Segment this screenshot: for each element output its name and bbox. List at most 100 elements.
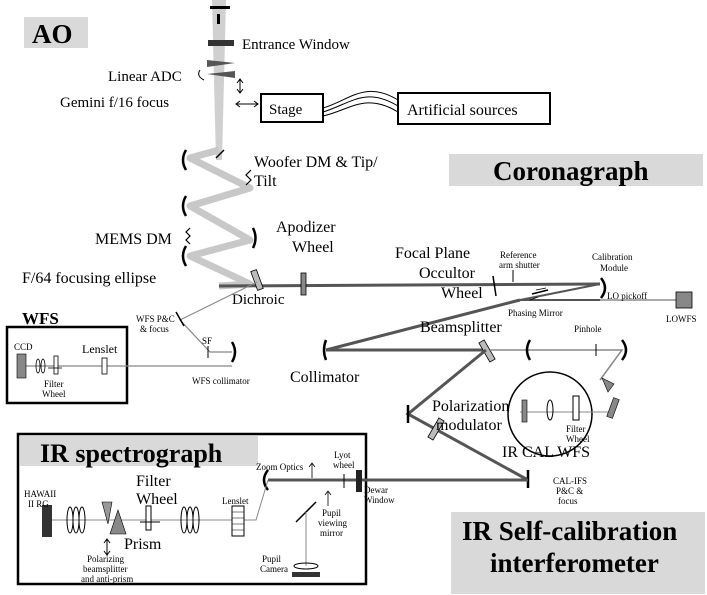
- tip-tilt-glyph: [215, 149, 225, 159]
- lenslet-wfs-label: Lenslet: [82, 342, 118, 356]
- wfs-pc-label-line1: WFS P&C: [136, 314, 175, 324]
- cal-ifs-label-line1: CAL-IFS: [553, 476, 587, 486]
- reference-shutter-label-line2: arm shutter: [499, 260, 540, 270]
- pol-bs-arrow: [103, 538, 111, 556]
- dichroic-label: Dichroic: [232, 292, 285, 308]
- adc-up-down-arrow: [236, 78, 244, 94]
- linear-adc-glyph-top: [207, 60, 235, 67]
- artificial-sources-label: Artificial sources: [407, 102, 518, 119]
- ir-spectrograph-box: [16, 432, 368, 586]
- filter-wheel-spec-glyph: [145, 505, 152, 531]
- lo-pickoff-label: LO pickoff: [607, 291, 647, 301]
- ir-cal-wfs-mirror: [606, 397, 620, 419]
- entrance-window-label: Entrance Window: [242, 37, 350, 53]
- linear-adc-glyph-bottom: [207, 71, 235, 78]
- ir-cal-wfs-prism: [601, 377, 615, 393]
- ao-header-box: [24, 17, 88, 48]
- lyot-label-line2: wheel: [333, 460, 355, 470]
- sf-label: SF: [202, 336, 212, 346]
- ir-self-cal-header-line1: IR Self-calibration: [462, 516, 677, 546]
- polarization-modulator-glyph: [427, 417, 445, 441]
- hawaii-label-line1: HAWAII: [24, 489, 56, 499]
- reference-shutter-label-line1: Reference: [500, 250, 536, 260]
- ir-cal-wfs-detector: [521, 399, 528, 423]
- ao-header: AO: [32, 19, 73, 49]
- lenslet-spec-label: Lenslet: [222, 496, 249, 506]
- cal-ifs-label-line3: focus: [558, 496, 578, 506]
- cal-module-label-line1: Calibration: [592, 252, 633, 262]
- pinhole-mirror-right: [620, 339, 628, 361]
- fpo-glyph: [492, 275, 497, 297]
- pol-bs-label-line3: and anti-prism: [81, 574, 133, 584]
- ir-spectrograph-header-box: [20, 436, 258, 466]
- cal-inner-beam: [519, 283, 601, 301]
- pol-bs-label-line1: Polarizing: [87, 554, 124, 564]
- mems-dm-label: MEMS DM: [95, 231, 172, 248]
- pinhole-label: Pinhole: [574, 324, 602, 334]
- cal-module-label-line2: Module: [600, 263, 628, 273]
- ir-spectrograph-header: IR spectrograph: [40, 439, 223, 468]
- pupil-camera-label-line2: Camera: [260, 564, 288, 574]
- fpo-label-line3: Wheel: [441, 285, 483, 302]
- ccd-glyph: [16, 353, 27, 379]
- dichroic-glyph: [250, 269, 264, 291]
- adc-rotate-arrow: [198, 69, 205, 81]
- ir-self-cal-header-line2: interferometer: [490, 548, 659, 578]
- pupil-camera-label-line1: Pupil: [262, 554, 282, 564]
- polarization-label-line1: Polarization: [432, 398, 509, 415]
- wfs-header: WFS: [22, 309, 59, 328]
- lowfs-label: LOWFS: [666, 314, 697, 324]
- fiber-bundle: [322, 90, 399, 117]
- phasing-mirror-label: Phasing Mirror: [508, 308, 563, 318]
- coronagraph-diagonal-beam: [325, 298, 521, 352]
- ir-cal-wfs-circle: [507, 371, 593, 457]
- wfs-box: [5, 325, 129, 405]
- beamsplitter-label: Beamsplitter: [420, 319, 502, 336]
- filter-wheel-wfs-label-line2: Wheel: [42, 389, 66, 399]
- wfs-pc-label-line2: & focus: [140, 324, 169, 334]
- phasing-mirror-glyph: [531, 289, 549, 295]
- phasing-mirror-arrows: [529, 287, 547, 301]
- pol-bs-label-line2: beamsplitter: [83, 564, 128, 574]
- hawaii-label-line2: II RG: [28, 499, 49, 509]
- woofer-label-line2: Tilt: [254, 173, 277, 190]
- filter-wheel-cal-label-line1: Filter: [566, 424, 586, 434]
- dewar-label-line1: Dewar: [364, 485, 388, 495]
- wfs-collimator-mirror: [230, 341, 237, 363]
- focusing-ellipse-label: F/64 focusing ellipse: [22, 270, 156, 287]
- lowfs-glyph: [675, 291, 693, 309]
- ir-self-cal-header-box: [451, 512, 705, 594]
- lenslet-spec-lines: [232, 511, 244, 531]
- pupil-camera-detector: [292, 572, 320, 577]
- beam-top-marker-1: [210, 6, 230, 9]
- wfs-lenses: [35, 358, 46, 374]
- apodizer-wheel-glyph: [300, 272, 307, 296]
- lenslet-wfs-glyph: [101, 357, 108, 375]
- entrance-window-glyph: [208, 40, 234, 46]
- woofer-dm-glyph: [245, 169, 252, 186]
- pupil-view-label-line2: viewing: [318, 518, 347, 528]
- apodizer-label-line2: Wheel: [292, 239, 334, 256]
- apodizer-label-line1: Apodizer: [276, 219, 336, 236]
- main-beam-coronagraph: [218, 282, 601, 288]
- ir-cal-wfs-label: IR CAL WFS: [502, 444, 590, 461]
- coronagraph-header-box: [449, 154, 703, 186]
- dewar-label-line2: Window: [364, 495, 395, 505]
- stage-arrow: [235, 100, 259, 108]
- fpo-label-line1: Focal Plane: [395, 245, 470, 262]
- woofer-label-line1: Woofer DM & Tip/: [254, 154, 378, 171]
- prism-label: Prism: [124, 536, 162, 553]
- dichroic-to-wfs-beam: [179, 281, 258, 353]
- filter-wheel-cal-label-line2: Wheel: [566, 434, 590, 444]
- ao-mirror-right-2: [251, 227, 257, 249]
- spectrograph-lenses-right: [180, 506, 200, 534]
- beamsplitter-to-pinhole-beam: [490, 349, 624, 381]
- pupil-arrow: [324, 490, 332, 506]
- dewar-window-glyph: [356, 470, 362, 492]
- wfs-collimator-label: WFS collimator: [192, 376, 250, 386]
- cal-ifs-label-line2: P&C &: [556, 486, 583, 496]
- cal-mirror-right: [599, 277, 607, 299]
- fpo-label-line2: Occultor: [419, 265, 476, 282]
